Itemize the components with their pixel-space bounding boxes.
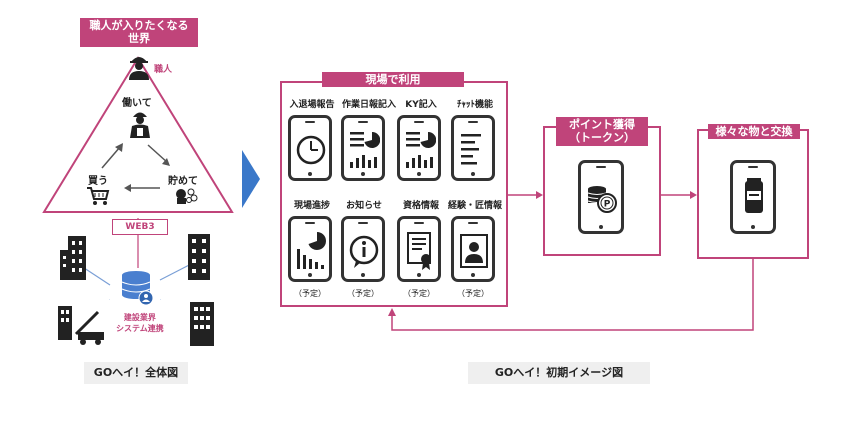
- app-phone-experience[interactable]: [451, 216, 495, 282]
- app-label: 資格情報: [402, 201, 439, 211]
- ky-chart-icon: [406, 131, 436, 168]
- piggy-icon: [176, 188, 198, 204]
- product-can-icon: [745, 178, 763, 213]
- app-phone-ky[interactable]: [397, 115, 441, 181]
- work-label: 働いて: [122, 98, 152, 109]
- cart-icon: [87, 187, 110, 205]
- initial-caption: GOへイ！初期イメージ図: [468, 362, 650, 384]
- worker-work-icon: [130, 112, 150, 138]
- app-label: 作業日報記入: [341, 100, 396, 110]
- arrow-work-to-save: [147, 144, 169, 164]
- worker-label: 職人: [154, 65, 173, 75]
- building-icon: [60, 236, 86, 280]
- planned-note: （予定）: [347, 289, 379, 298]
- points-phone[interactable]: P: [578, 160, 624, 234]
- planned-note: （予定）: [457, 289, 489, 298]
- app-phone-chat[interactable]: [451, 115, 495, 181]
- certificate-icon: [407, 232, 431, 270]
- exchange-phone[interactable]: [730, 160, 776, 234]
- app-phone-qualification[interactable]: [397, 216, 441, 282]
- app-label: 現場進捗: [293, 201, 330, 211]
- app-phone-entry[interactable]: [288, 115, 332, 181]
- info-icon: [349, 235, 379, 268]
- site-usage-title: 現場で利用: [322, 72, 464, 87]
- progress-chart-icon: [297, 232, 326, 269]
- web3-badge: WEB3: [112, 219, 168, 235]
- database-icon: [121, 271, 154, 306]
- app-label: 経験・匠情報: [447, 201, 502, 211]
- svg-text:P: P: [604, 200, 611, 210]
- planned-note: （予定）: [294, 289, 326, 298]
- worker-icon: [129, 57, 149, 80]
- construction-truck-icon: [58, 306, 104, 345]
- app-phone-progress[interactable]: [288, 216, 332, 282]
- arrow-buy-to-work: [101, 146, 121, 169]
- world-title: 職人が入りたくなる 世界: [80, 18, 198, 47]
- profile-card-icon: [460, 234, 488, 268]
- app-label: 入退場報告: [289, 100, 335, 110]
- building-icon: [190, 302, 214, 346]
- app-phone-notice[interactable]: [341, 216, 385, 282]
- triangle-diagram: [42, 56, 234, 300]
- save-label: 貯めて: [168, 176, 198, 187]
- building-icon: [188, 234, 210, 280]
- app-label: ﾁｬｯﾄ機能: [456, 100, 493, 110]
- app-label: KY記入: [405, 100, 437, 110]
- planned-note: （予定）: [403, 289, 435, 298]
- app-label: お知らせ: [346, 201, 382, 211]
- exchange-title: 様々な物と交換: [708, 124, 800, 139]
- points-title: ポイント獲得 （トークン）: [556, 117, 648, 146]
- clock-icon: [296, 135, 326, 165]
- report-chart-icon: [350, 131, 380, 168]
- app-phone-daily-report[interactable]: [341, 115, 385, 181]
- industry-label: 建設業界 システム連携: [116, 313, 164, 333]
- coins-icon: P: [587, 186, 617, 213]
- overall-caption: GOへイ！全体図: [84, 362, 188, 384]
- chat-doc-icon: [461, 134, 481, 165]
- buy-label: 買う: [88, 176, 108, 187]
- flow-arrow-icon: [242, 150, 260, 208]
